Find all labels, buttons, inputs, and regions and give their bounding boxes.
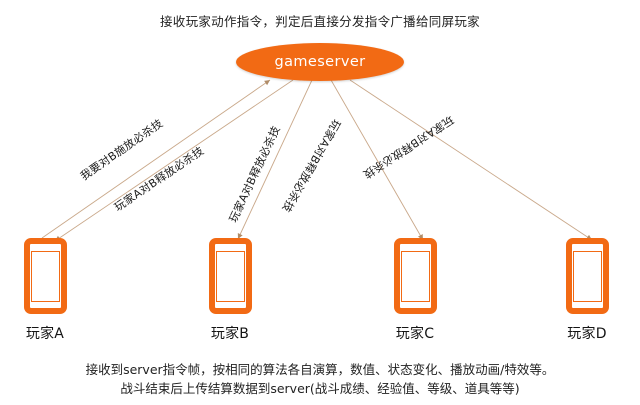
gameserver-label: gameserver — [274, 54, 366, 70]
phone-icon — [23, 238, 67, 314]
phone-icon — [208, 238, 252, 314]
player-node-c[interactable]: 玩家C — [370, 238, 460, 343]
phone-speaker-icon — [38, 245, 52, 249]
phone-speaker-icon — [223, 245, 237, 249]
phone-screen — [400, 251, 430, 302]
player-node-a[interactable]: 玩家A — [0, 238, 90, 343]
player-label-a: 玩家A — [25, 326, 65, 342]
phone-speaker-icon — [408, 245, 422, 249]
player-label-b: 玩家B — [210, 326, 250, 342]
phone-screen — [572, 251, 602, 302]
bottom-caption-line-2: 战斗结束后上传结算数据到server(战斗成绩、经验值、等级、道具等等) — [120, 381, 520, 396]
phone-icon — [565, 238, 609, 314]
gameserver-node[interactable]: gameserver — [236, 43, 404, 81]
player-node-d[interactable]: 玩家D — [542, 238, 632, 343]
bottom-caption: 接收到server指令帧，按相同的算法各自演算，数值、状态变化、播放动画/特效等… — [0, 360, 640, 398]
link-server-to-a — [54, 79, 294, 242]
player-node-b[interactable]: 玩家B — [185, 238, 275, 343]
phone-screen — [30, 251, 60, 302]
link-server-to-d — [349, 79, 593, 241]
link-server-to-c — [330, 79, 424, 241]
link-server-to-b — [237, 79, 313, 240]
phone-speaker-icon — [580, 245, 594, 249]
link-a-to-server — [41, 79, 271, 239]
phone-icon — [393, 238, 437, 314]
player-label-c: 玩家C — [395, 326, 435, 342]
player-label-d: 玩家D — [567, 326, 607, 342]
bottom-caption-line-1: 接收到server指令帧，按相同的算法各自演算，数值、状态变化、播放动画/特效等… — [85, 362, 555, 377]
top-caption: 接收玩家动作指令，判定后直接分发指令广播给同屏玩家 — [159, 14, 480, 29]
phone-screen — [215, 251, 245, 302]
